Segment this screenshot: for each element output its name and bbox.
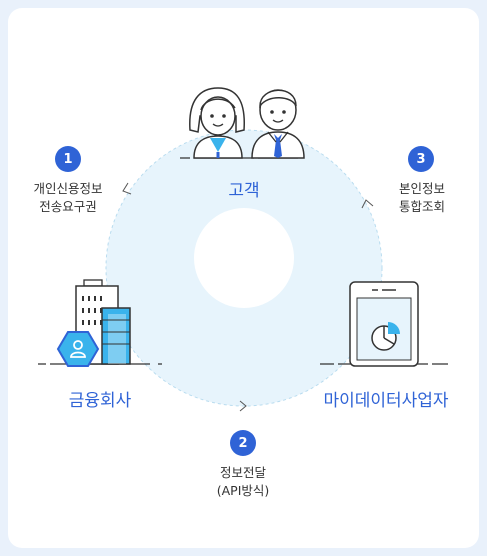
man-icon [251,89,305,159]
step2-badge: 2 [230,430,256,456]
step1-line2: 전송요구권 [39,199,97,214]
step1-badge: 1 [55,146,81,172]
step2-line2: (API방식) [216,483,270,498]
flow-circle-center [194,208,294,308]
step3-badge: 3 [408,146,434,172]
pie-chart-icon [371,322,400,351]
financial-company-label: 금융회사 [68,391,132,411]
arrow-step2-icon [239,400,247,412]
mydata-tablet-icon [349,281,419,367]
user-hexagon-icon [56,331,100,367]
step3-line1: 본인정보 [398,181,445,196]
arrow-step3-icon [361,199,374,209]
step3-line2: 통합조회 [398,199,445,214]
step2-text: 정보전달 (API방식) [193,464,293,500]
mydata-operator-label: 마이데이터사업자 [323,391,449,411]
customer-label: 고객 [228,181,260,201]
step1-text: 개인신용정보 전송요구권 [18,180,118,216]
step2-line1: 정보전달 [219,465,266,480]
step1-line1: 개인신용정보 [33,181,103,196]
financial-building-icon [56,279,131,367]
customer-people-icon [189,87,305,159]
step3-text: 본인정보 통합조회 [372,180,472,216]
arrow-step1-icon [122,182,132,195]
woman-icon [189,87,245,159]
